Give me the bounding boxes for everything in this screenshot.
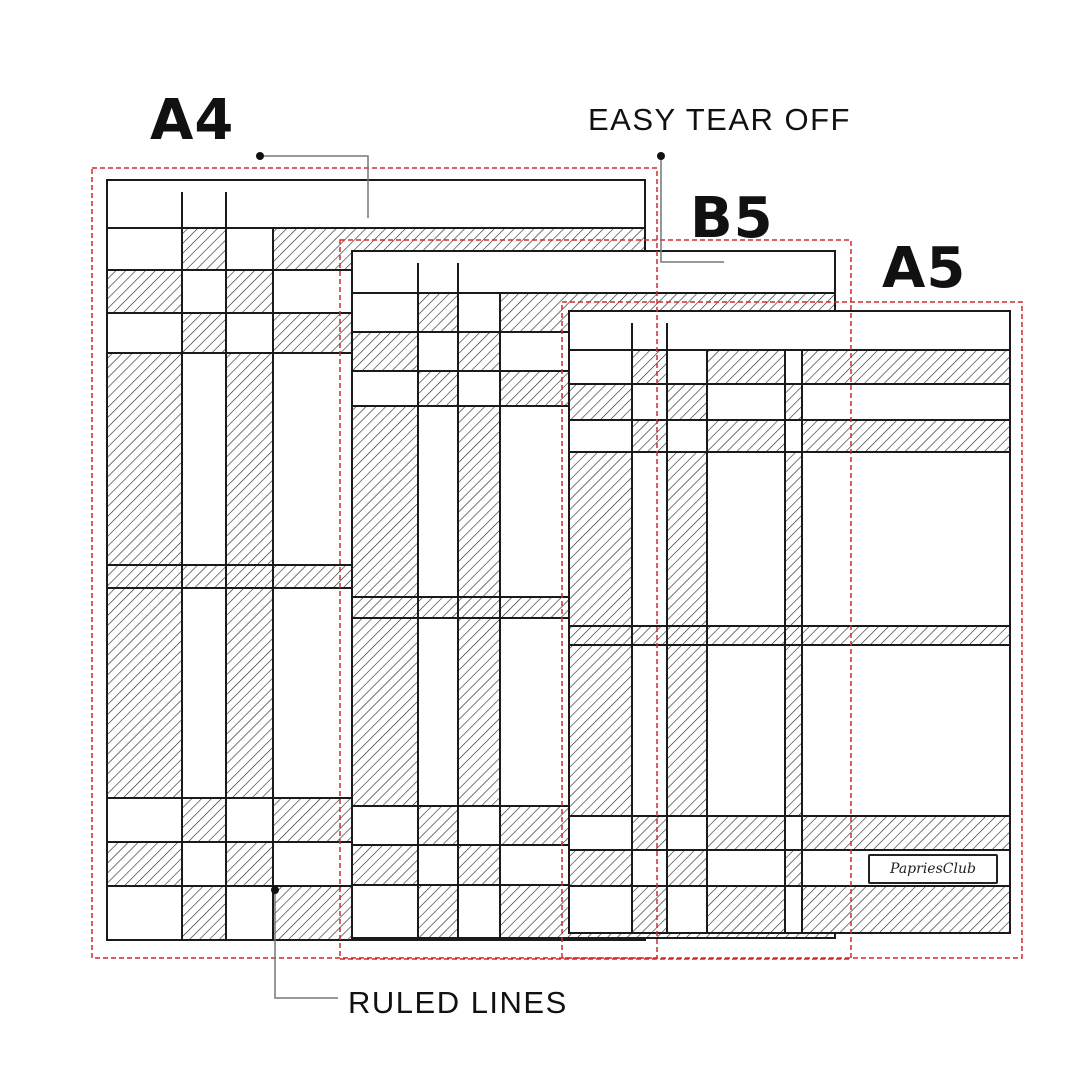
size-label-b5: B5 — [690, 186, 774, 251]
hatched-cell — [667, 626, 707, 645]
hatched-cell — [458, 332, 500, 371]
hatched-cell — [352, 406, 418, 597]
hatched-cell — [785, 384, 802, 420]
hatched-cell — [632, 886, 667, 933]
hatched-cell — [352, 618, 418, 806]
hatched-cell — [107, 588, 182, 798]
callout-dot-a4 — [256, 152, 264, 160]
hatched-cell — [107, 842, 182, 886]
hatched-cell — [802, 350, 1010, 384]
hatched-cell — [107, 565, 182, 588]
hatched-cell — [569, 452, 632, 626]
hatched-cell — [667, 645, 707, 816]
hatched-cell — [352, 845, 418, 885]
hatched-cell — [802, 886, 1010, 933]
hatched-cell — [418, 597, 458, 618]
hatched-cell — [632, 816, 667, 850]
hatched-cell — [226, 270, 273, 313]
easy-tear-off-label: EASY TEAR OFF — [588, 102, 851, 137]
hatched-cell — [226, 353, 273, 565]
size-outline-a5 — [561, 301, 1023, 959]
hatched-cell — [632, 626, 667, 645]
hatched-cell — [352, 332, 418, 371]
hatched-cell — [707, 350, 785, 384]
hatched-cell — [707, 626, 785, 645]
size-outline-a4 — [91, 167, 658, 959]
hatched-cell — [418, 885, 458, 938]
hatched-cell — [632, 420, 667, 452]
hatched-cell — [458, 845, 500, 885]
hatched-cell — [418, 293, 458, 332]
hatched-cell — [707, 816, 785, 850]
hatched-cell — [667, 384, 707, 420]
hatched-cell — [107, 270, 182, 313]
hatched-cell — [226, 842, 273, 886]
hatched-cell — [182, 228, 226, 270]
hatched-cell — [785, 452, 802, 626]
hatched-cell — [802, 816, 1010, 850]
hatched-cell — [569, 626, 632, 645]
hatched-cell — [182, 886, 226, 940]
size-label-a4: A4 — [150, 88, 235, 153]
callout-lines — [260, 155, 724, 999]
hatched-cell — [352, 597, 418, 618]
callout-dot-tear — [657, 152, 665, 160]
hatched-cell — [418, 371, 458, 406]
hatched-cell — [667, 850, 707, 886]
ruled-lines-label: RULED LINES — [348, 985, 568, 1020]
size-label-a5: A5 — [882, 236, 967, 301]
hatched-cell — [226, 588, 273, 798]
hatched-cell — [182, 313, 226, 353]
hatched-cell — [802, 420, 1010, 452]
hatched-cell — [785, 850, 802, 886]
hatched-cell — [458, 406, 500, 597]
hatched-cell — [707, 886, 785, 933]
hatched-cell — [226, 565, 273, 588]
sheet-a5 — [568, 310, 1011, 934]
hatched-cell — [569, 850, 632, 886]
hatched-cell — [569, 384, 632, 420]
hatched-cell — [182, 565, 226, 588]
hatched-cell — [667, 452, 707, 626]
hatched-cell — [418, 806, 458, 845]
callout-dot-ruled — [271, 886, 279, 894]
hatched-cell — [458, 618, 500, 806]
hatched-cell — [107, 353, 182, 565]
hatched-cell — [707, 420, 785, 452]
hatched-cell — [569, 645, 632, 816]
hatched-cell — [785, 626, 802, 645]
hatched-cell — [632, 350, 667, 384]
size-outline-b5 — [339, 239, 852, 960]
hatched-cell — [785, 645, 802, 816]
hatched-cell — [802, 626, 1010, 645]
brand-logo: PapriesClub — [868, 854, 998, 884]
hatched-cell — [182, 798, 226, 842]
hatched-cell — [458, 597, 500, 618]
